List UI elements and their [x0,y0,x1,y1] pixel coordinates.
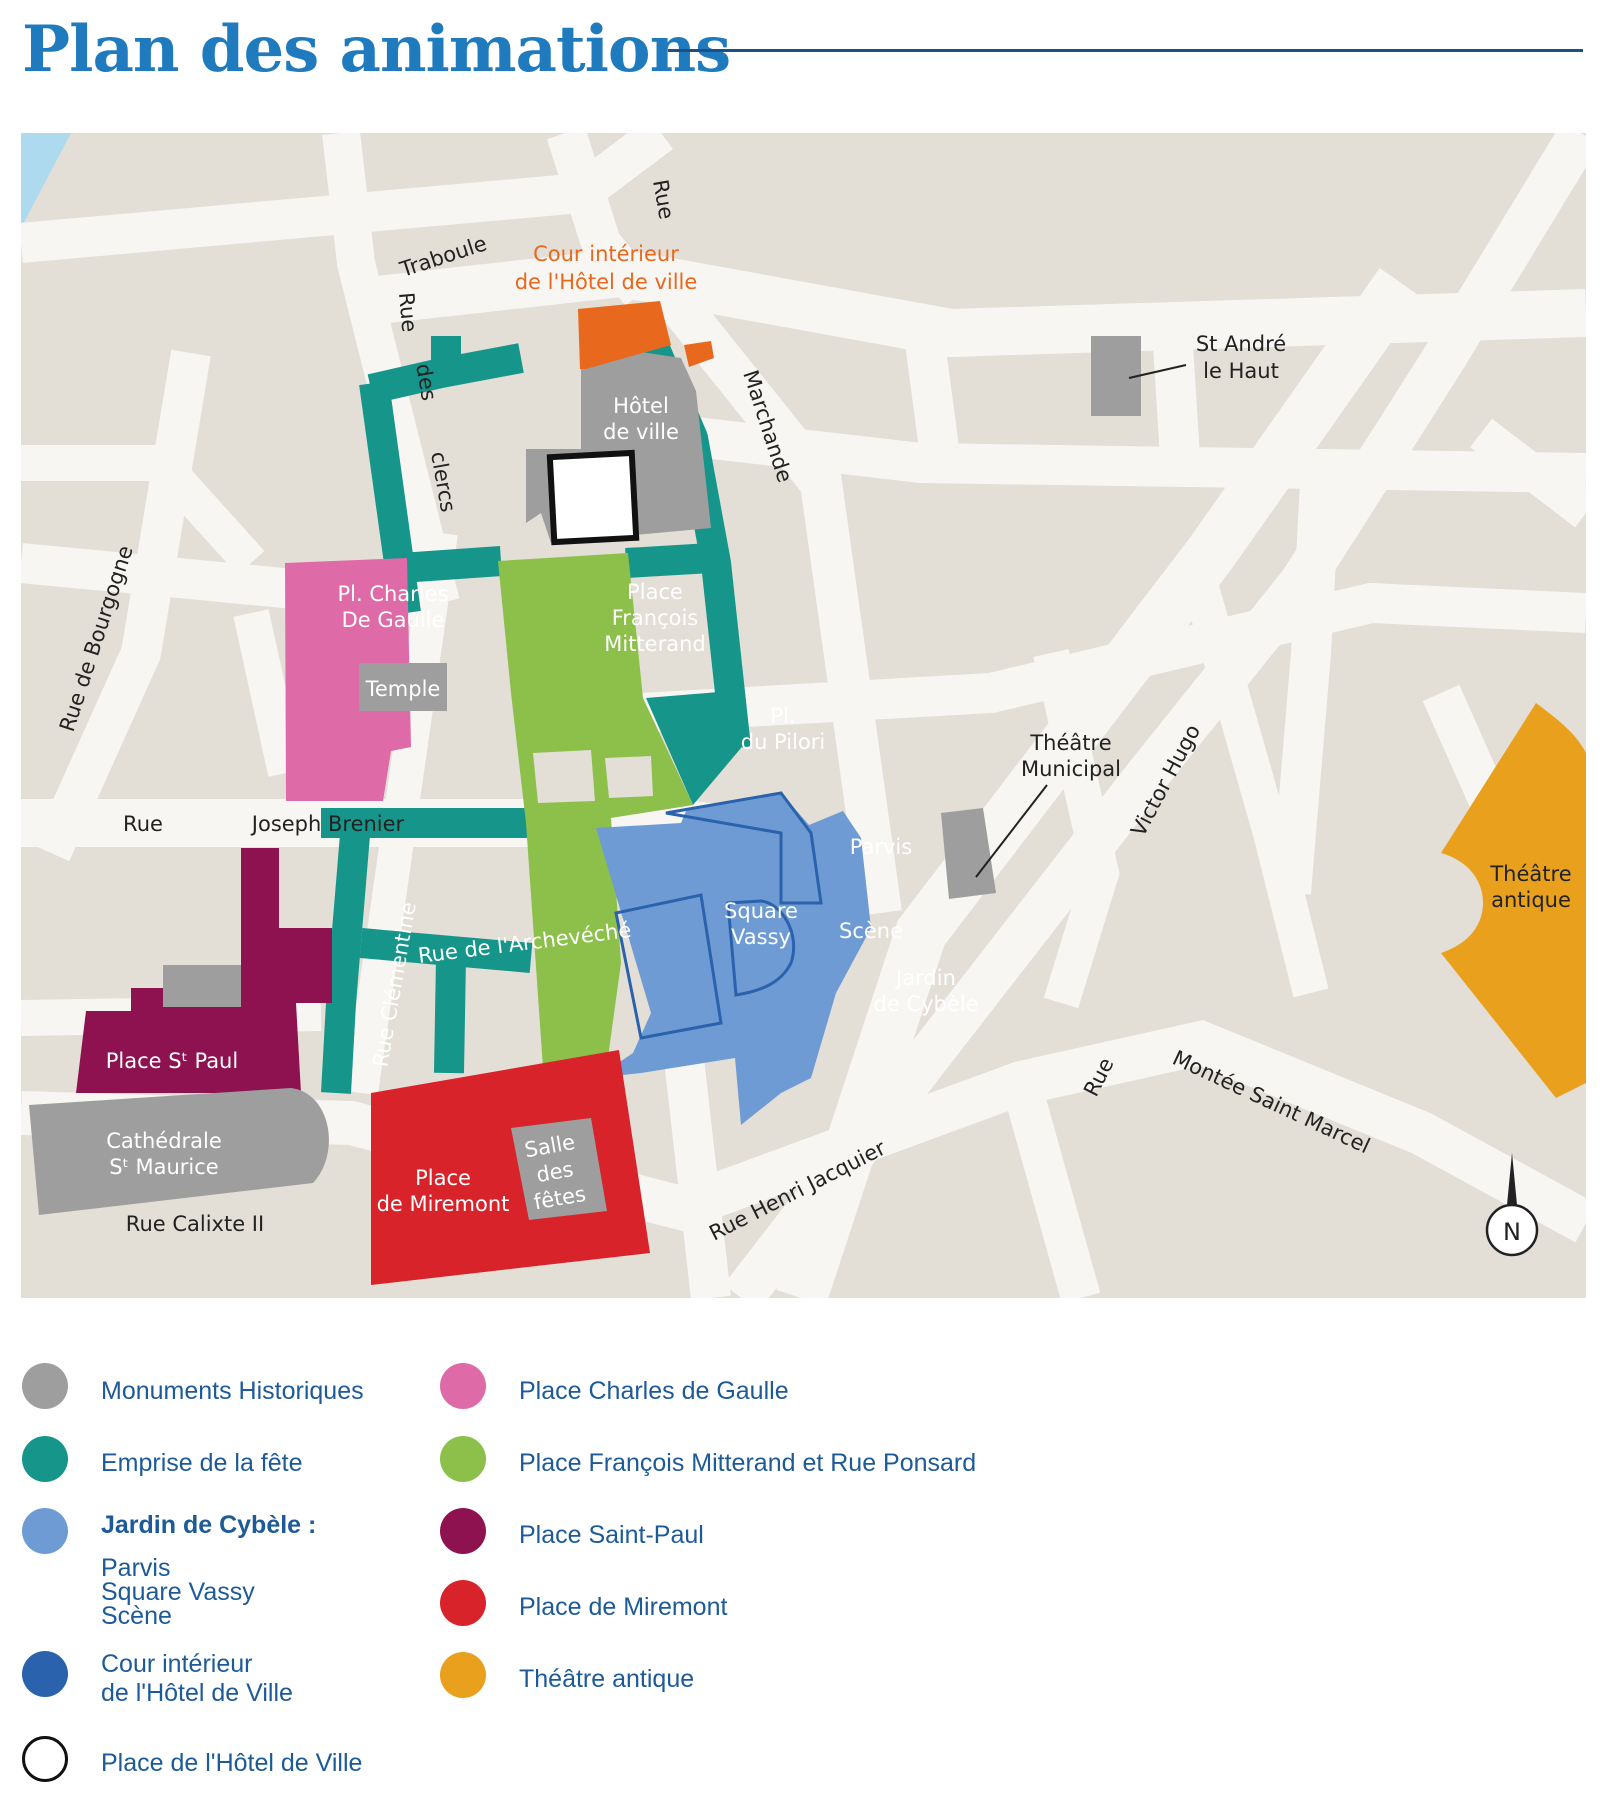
compass-letter: N [1503,1218,1521,1246]
legend-label-cour-2: de l'Hôtel de Ville [101,1679,293,1707]
legend-dot-cybele [22,1508,68,1554]
legend-label-place-hotel: Place de l'Hôtel de Ville [101,1749,363,1777]
label-rue-calixte: Rue Calixte II [126,1212,264,1236]
legend-label-theatre: Théâtre antique [519,1665,695,1693]
title-rule [668,49,1583,52]
label-miremont-2: de Miremont [377,1192,510,1216]
legend-label-charles: Place Charles de Gaulle [519,1377,789,1405]
theatre-municipal-building [941,808,996,899]
label-hotel-2: de ville [603,420,679,444]
map[interactable]: N Cour intérieur de l'Hôtel de ville Hôt… [21,133,1586,1298]
legend-dot-miremont [440,1580,486,1626]
cathedrale-saint-maurice [29,1088,329,1215]
label-jardin-2: de Cybèle [873,992,978,1016]
legend-label-cybele-title: Jardin de Cybèle : [101,1511,317,1539]
label-rue-clercs-1: Rue [394,291,421,333]
legend-label-cybele-3: Scène [101,1602,172,1630]
legend-dot-saintpaul [440,1508,486,1554]
legend-dot-mitterand [440,1436,486,1482]
label-pilori-1: Pl. [770,704,795,728]
scene-outline [726,899,796,997]
map-canvas: N Cour intérieur de l'Hôtel de ville Hôt… [21,133,1586,1298]
traboule-block [431,336,461,376]
square-vassy-outline [614,893,723,1040]
label-mitterand-2: François [612,606,699,630]
label-jardin-1: Jardin [894,966,956,990]
label-scene: Scène [839,919,903,943]
legend-dot-charles [440,1363,486,1409]
label-theatre-ant-1: Théâtre [1489,862,1571,886]
label-mitterand-1: Place [627,580,683,604]
theatre-antique [1441,703,1586,1098]
label-cour-2: de l'Hôtel de ville [515,270,698,294]
legend-dot-cour [22,1651,68,1697]
label-square-1: Square [724,899,798,923]
place-saint-paul [76,848,332,1093]
legend-label-cour-1: Cour intérieur [101,1650,253,1678]
label-cour-1: Cour intérieur [533,242,679,266]
place-du-pilori [646,691,741,805]
label-rue-joseph-2: Joseph Brenier [250,812,405,836]
legend-dot-monuments [22,1363,68,1409]
mitterand-patch-1 [533,750,595,803]
label-rue-joseph-1: Rue [123,812,163,836]
label-temple: Temple [365,677,441,701]
legend-label-cybele-1: Parvis [101,1554,171,1582]
label-saint-paul: Place Sᵗ Paul [106,1049,238,1073]
temple-building [359,663,447,711]
mitterand-patch-2 [605,756,653,798]
saint-paul-monument [163,965,241,1007]
label-parvis: Parvis [850,835,912,859]
place-hotel-de-ville-outline [546,449,640,546]
parvis-outline [665,791,823,905]
compass: N [1485,1153,1539,1257]
label-theatre-mun-1: Théâtre [1029,731,1111,755]
label-cathedrale-2: Sᵗ Maurice [109,1155,218,1179]
place-de-miremont [371,1050,650,1285]
label-square-2: Vassy [731,925,791,949]
cour-interieur [578,301,671,369]
legend-label-miremont: Place de Miremont [519,1593,728,1621]
label-theatre-ant-2: antique [1491,888,1571,912]
legend-label-cybele-2: Square Vassy [101,1578,255,1606]
label-theatre-mun-2: Municipal [1021,757,1121,781]
legend-label-saintpaul: Place Saint-Paul [519,1521,704,1549]
legend-dot-theatre [440,1652,486,1698]
page-title: Plan des animations [22,12,731,87]
label-charles-2: De Gaulle [342,608,445,632]
label-cathedrale-1: Cathédrale [106,1129,222,1153]
river [21,133,71,228]
legend-label-emprise: Emprise de la fête [101,1449,303,1477]
label-hotel-1: Hôtel [613,394,669,418]
legend-label-monuments: Monuments Historiques [101,1377,364,1405]
st-andre-building [1091,336,1141,416]
label-pilori-2: du Pilori [741,730,826,754]
legend-label-mitterand: Place François Mitterand et Rue Ponsard [519,1449,977,1477]
label-mitterand-3: Mitterand [604,632,705,656]
label-miremont-1: Place [415,1166,471,1190]
salle-des-fetes [511,1118,607,1220]
legend-dot-emprise [22,1436,68,1482]
label-st-andre-1: St André [1196,332,1286,356]
cour-interieur-2 [684,341,714,367]
label-st-andre-2: le Haut [1203,359,1279,383]
place-charles-de-gaulle [285,558,411,801]
legend-dot-place-hotel [22,1736,68,1782]
label-charles-1: Pl. Charles [337,582,448,606]
